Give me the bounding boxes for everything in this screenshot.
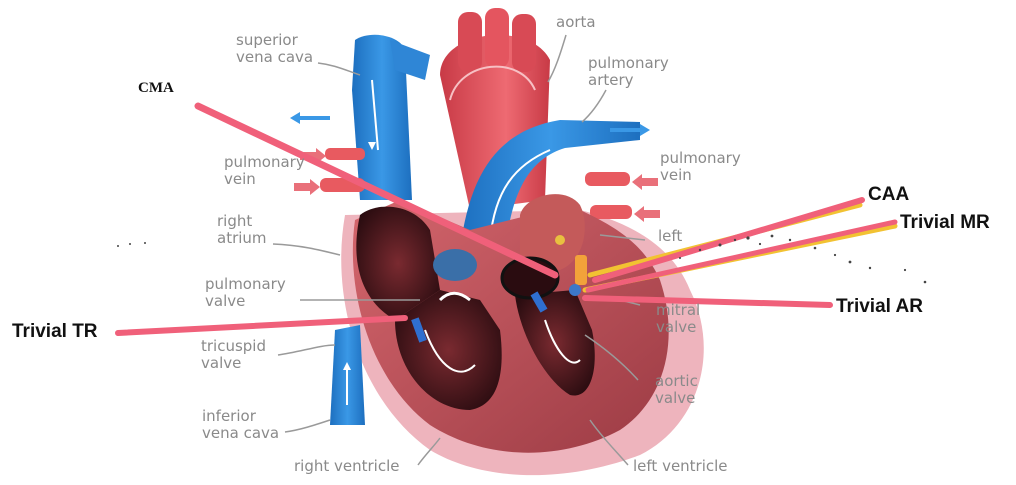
label-left-ventricle: left ventricle (633, 458, 728, 475)
annotation-trivial-tr: Trivial TR (12, 321, 98, 343)
aortic-branch-2 (485, 8, 509, 68)
pulmonary-vein-left-upper (325, 148, 365, 160)
label-pulmonary-vein-left: pulmonary vein (224, 154, 305, 188)
label-pulmonary-artery: pulmonary artery (588, 55, 669, 89)
annotation-trivial-mr: Trivial MR (900, 212, 990, 234)
label-right-ventricle: right ventricle (294, 458, 399, 475)
pulmonary-valve-opening (433, 249, 477, 281)
label-aorta: aorta (556, 14, 596, 31)
label-left-atrium: left (658, 228, 682, 245)
aortic-branch-1 (458, 12, 482, 72)
annotation-trivial-ar: Trivial AR (836, 296, 923, 318)
label-superior-vena-cava: superior vena cava (236, 32, 313, 66)
label-tricuspid-valve: tricuspid valve (201, 338, 266, 372)
annotation-caa: CAA (868, 184, 909, 206)
label-pulmonary-vein-right: pulmonary vein (660, 150, 741, 184)
label-mitral-valve: mitral valve (656, 302, 700, 336)
pulmonary-vein-right-upper (585, 172, 630, 186)
label-pulmonary-valve: pulmonary valve (205, 276, 286, 310)
annotation-cma: CMA (138, 80, 174, 97)
label-aortic-valve: aortic valve (655, 373, 698, 407)
mitral-leaflet (575, 255, 587, 285)
label-inferior-vena-cava: inferior vena cava (202, 408, 279, 442)
pulmonary-vein-right-lower (590, 205, 632, 219)
aortic-branch-3 (512, 14, 536, 72)
label-right-atrium: right atrium (217, 213, 267, 247)
